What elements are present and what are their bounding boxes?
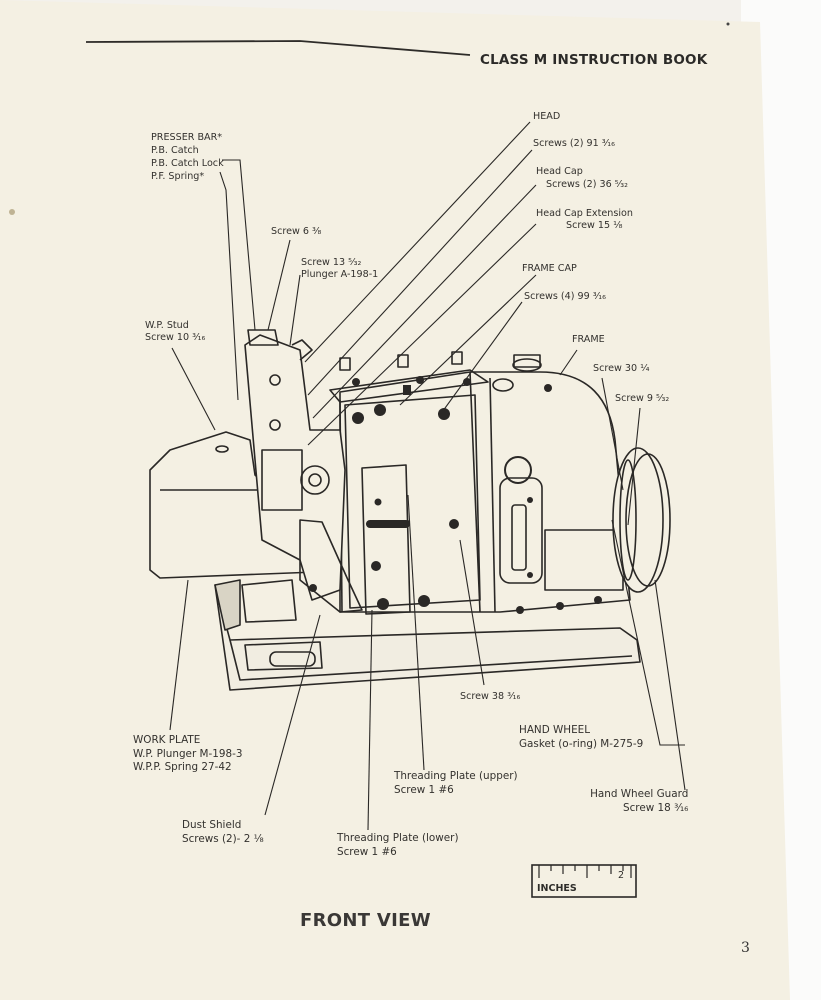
ruler-unit-label: INCHES <box>537 883 577 894</box>
inch-ruler <box>531 864 637 898</box>
label-head-cap: Head Cap <box>536 166 583 177</box>
label-wp-stud: W.P. Stud <box>145 320 189 331</box>
label-plunger: Plunger A-198-1 <box>301 269 379 280</box>
label-threading-plate-lower: Threading Plate (lower) Screw 1 #6 <box>337 832 459 858</box>
label-screw-38: Screw 38 ³⁄₁₆ <box>460 691 521 702</box>
label-head-cap-screws: Screws (2) 36 ⁵⁄₃₂ <box>546 179 628 190</box>
label-hand-wheel: HAND WHEEL Gasket (o-ring) M-275-9 <box>519 724 644 750</box>
label-presser-bar: PRESSER BAR* P.B. Catch P.B. Catch Lock … <box>151 132 224 182</box>
label-head: HEAD <box>533 111 561 122</box>
label-screw-13: Screw 13 ⁵⁄₃₂ <box>301 257 362 268</box>
ruler-mark-label: 2 <box>618 870 625 881</box>
label-threading-plate-upper: Threading Plate (upper) Screw 1 #6 <box>394 770 518 796</box>
label-frame: FRAME <box>572 334 605 345</box>
label-dust-shield: Dust Shield Screws (2)- 2 ¹⁄₈ <box>182 819 264 845</box>
label-head-cap-extension-screw: Screw 15 ¹⁄₈ <box>566 220 623 231</box>
label-head-screws: Screws (2) 91 ³⁄₁₆ <box>533 138 615 149</box>
label-screw-30: Screw 30 ¹⁄₄ <box>593 363 650 374</box>
page-number: 3 <box>741 940 750 956</box>
label-screw-9: Screw 9 ⁵⁄₃₂ <box>615 393 670 404</box>
label-head-cap-extension: Head Cap Extension <box>536 208 633 219</box>
view-title: FRONT VIEW <box>300 910 431 931</box>
label-frame-cap: FRAME CAP <box>522 263 577 274</box>
label-hand-wheel-guard: Hand Wheel Guard Screw 18 ³⁄₁₆ <box>590 788 689 814</box>
label-screw-6: Screw 6 ³⁄₈ <box>271 226 322 237</box>
label-frame-cap-screws: Screws (4) 99 ³⁄₁₆ <box>524 291 606 302</box>
label-wp-stud-screw: Screw 10 ³⁄₁₆ <box>145 332 206 343</box>
label-work-plate: WORK PLATE W.P. Plunger M-198-3 W.P.P. S… <box>133 734 243 773</box>
page-header-title: CLASS M INSTRUCTION BOOK <box>480 52 708 68</box>
